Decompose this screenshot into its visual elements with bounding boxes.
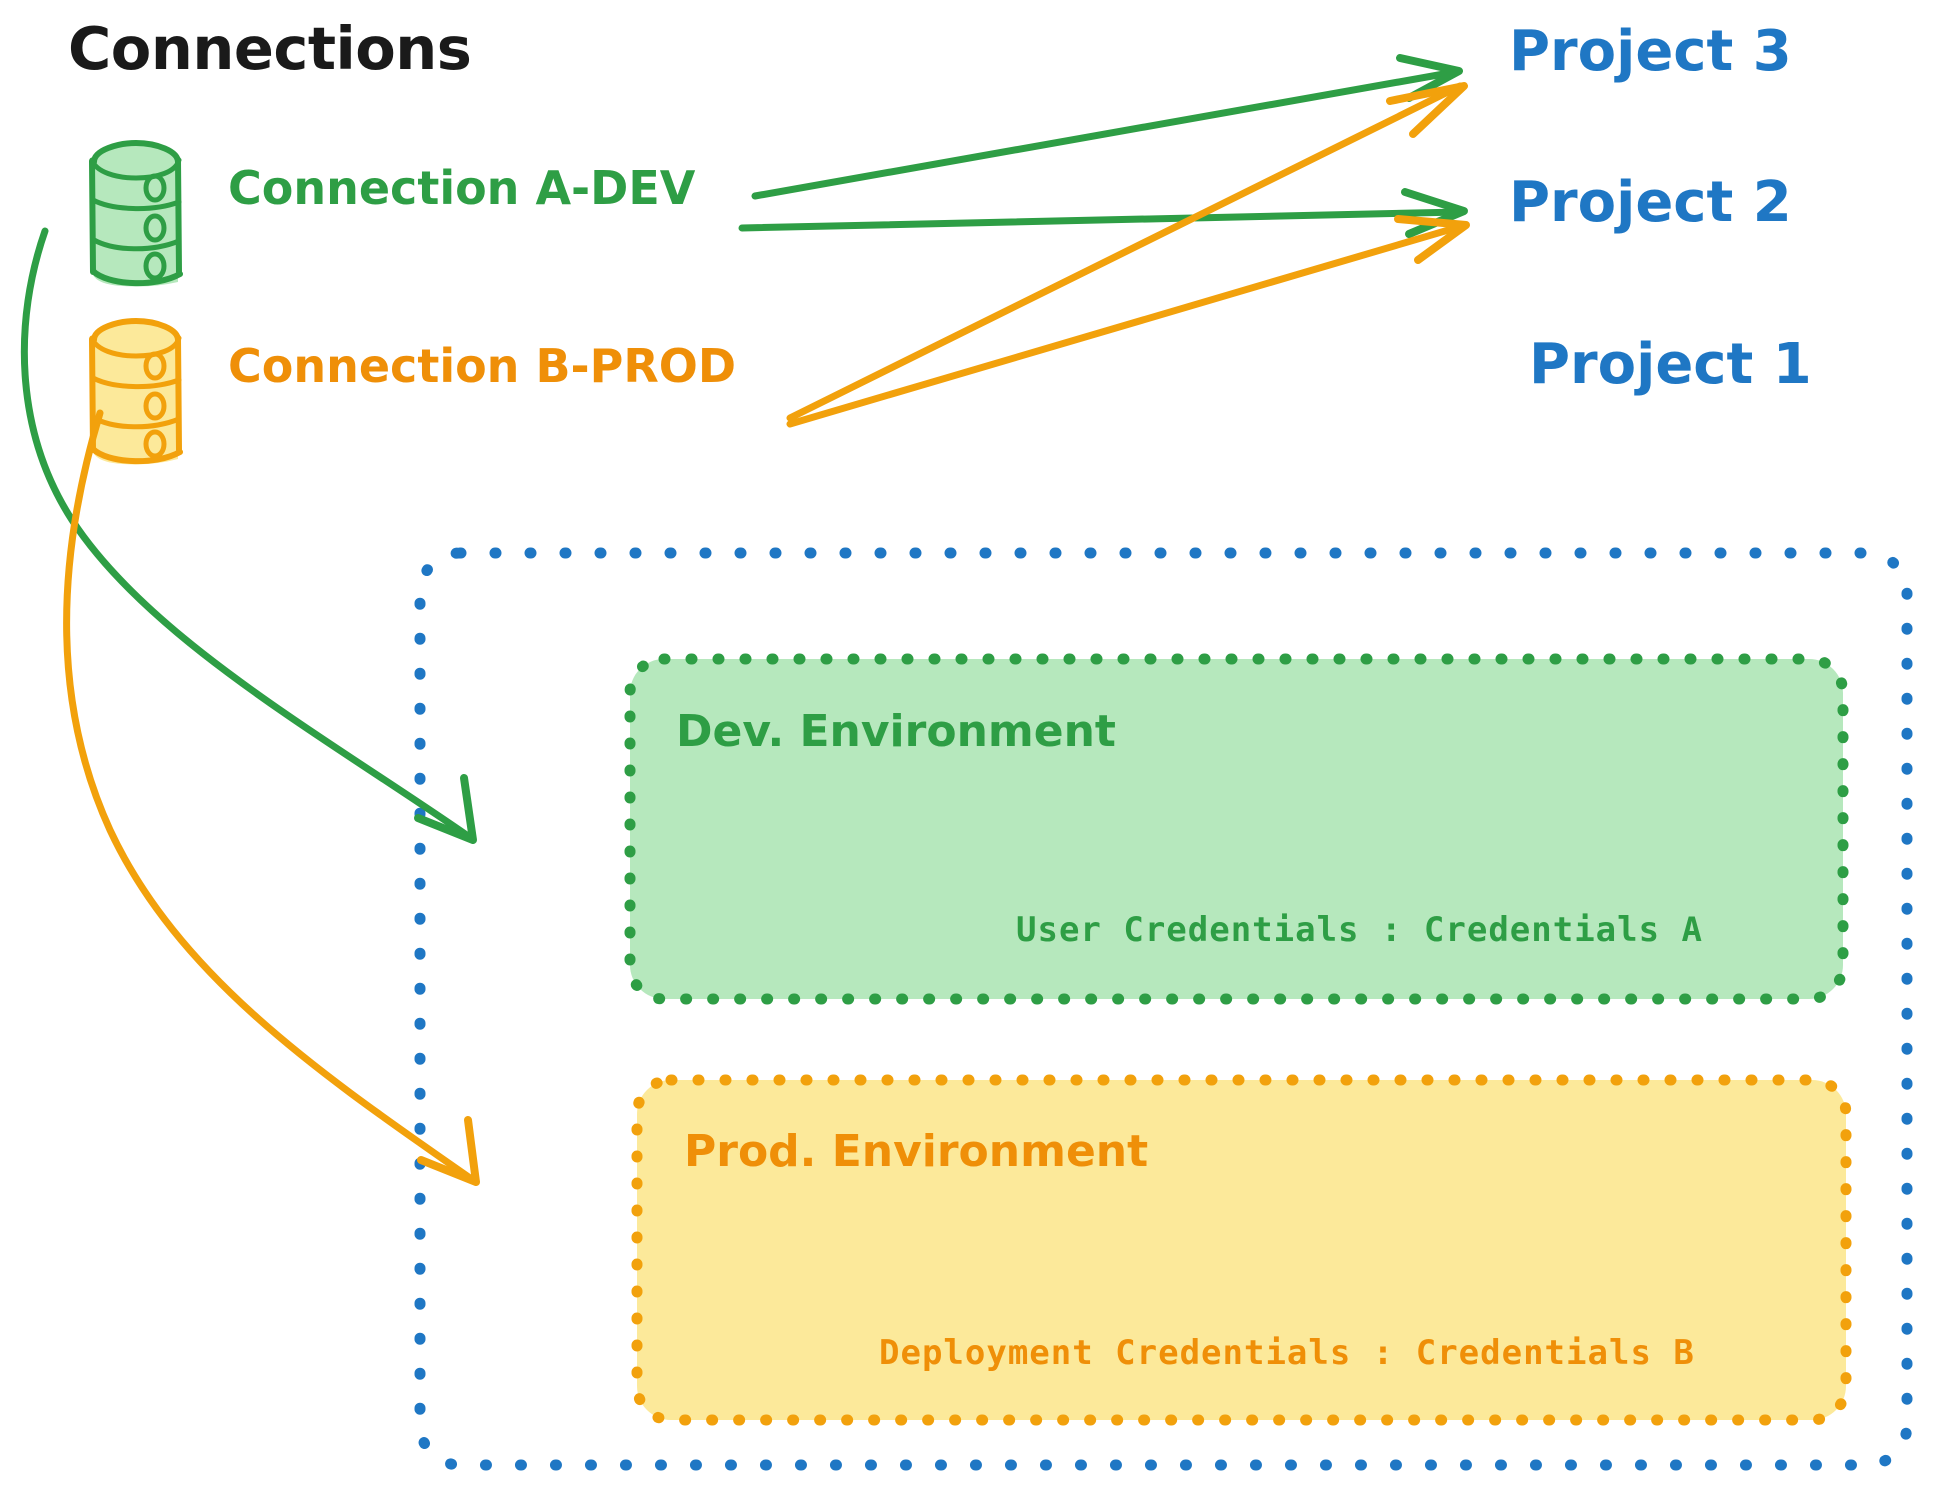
database-icon-a-dev[interactable] xyxy=(89,139,183,287)
project-3-label[interactable]: Project 3 xyxy=(1509,19,1792,84)
edge-a-dev-to-project-2 xyxy=(738,188,1468,238)
edge-a-dev-to-project-3 xyxy=(751,54,1463,200)
dev-environment-box[interactable] xyxy=(624,653,1849,1005)
edge-a-dev-to-dev-environment xyxy=(20,227,477,844)
dev-environment-credentials: User Credentials : Credentials A xyxy=(1016,910,1704,950)
project-1-boundary xyxy=(414,547,1913,1471)
edge-b-prod-to-project-3 xyxy=(786,82,1468,422)
project-1-label[interactable]: Project 1 xyxy=(1529,332,1812,397)
prod-environment-credentials: Deployment Credentials : Credentials B xyxy=(879,1333,1695,1373)
prod-environment-box[interactable] xyxy=(631,1074,1852,1426)
dev-environment-title: Dev. Environment xyxy=(676,706,1116,757)
edge-b-prod-to-prod-environment xyxy=(63,409,480,1186)
connection-label-b-prod[interactable]: Connection B-PROD xyxy=(228,339,737,393)
project-2-label[interactable]: Project 2 xyxy=(1509,170,1792,235)
prod-environment-title: Prod. Environment xyxy=(684,1126,1149,1177)
connection-label-a-dev[interactable]: Connection A-DEV xyxy=(228,161,696,215)
edge-b-prod-to-project-2 xyxy=(786,215,1470,428)
page-title: Connections xyxy=(68,14,472,83)
database-icon-b-prod[interactable] xyxy=(89,317,183,465)
